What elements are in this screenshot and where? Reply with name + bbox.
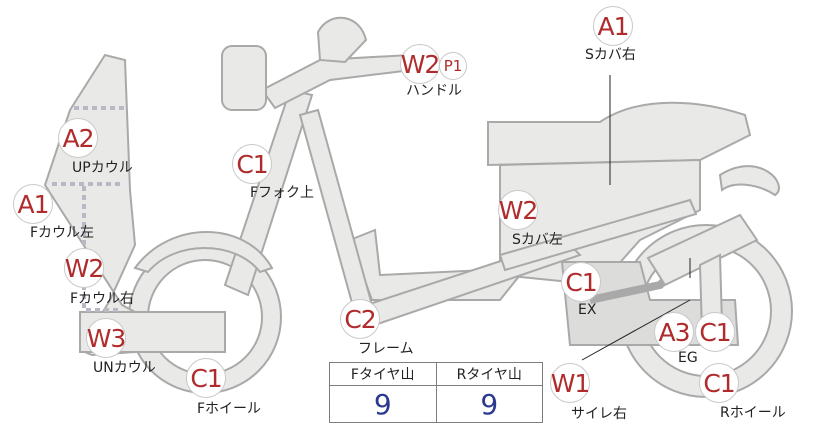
seat-shape — [487, 101, 752, 167]
part-label-frame: フレーム — [358, 341, 414, 357]
part-label-up-cowl: UPカウル — [72, 160, 133, 176]
tire-tread-table: Fタイヤ山 Rタイヤ山 9 9 — [329, 362, 543, 423]
rear-fender-shape — [718, 165, 780, 197]
part-label-f-wheel: Fホイール — [197, 401, 262, 417]
sub-grade-badge-handle: P1 — [439, 52, 467, 80]
grade-badge-un-cowl: W3 — [86, 318, 126, 358]
part-label-f-cowl-right: Fカウル右 — [70, 291, 135, 307]
part-label-f-fork-upper: Fフォク上 — [250, 185, 315, 201]
grade-badge-up-cowl: A2 — [58, 118, 98, 158]
part-label-side-cover-right: サイレ右 — [571, 406, 627, 422]
grade-badge-s-cover-left: W2 — [498, 190, 538, 230]
mirror-shape — [316, 16, 368, 64]
part-label-r-wheel: Rホイール — [720, 405, 786, 421]
grade-badge-f-cowl-right: W2 — [64, 248, 104, 288]
part-label-f-cowl-left: Fカウル左 — [30, 225, 95, 241]
part-label-s-cover-left: Sカバ左 — [512, 232, 563, 248]
handlebar-shape — [260, 53, 414, 110]
grade-badge-engine-2: C1 — [695, 312, 735, 352]
grade-badge-f-fork-upper: C1 — [232, 144, 272, 184]
part-label-s-cover-right: Sカバ右 — [585, 47, 636, 63]
front-tire-tread-header: Fタイヤ山 — [329, 362, 437, 386]
part-label-handle: ハンドル — [406, 83, 462, 99]
grade-badge-side-cover-right: W1 — [550, 363, 590, 403]
grade-badge-s-cover-right: A1 — [593, 6, 633, 46]
leader-side-cover-right — [581, 299, 691, 361]
grade-badge-handle: W2 — [400, 44, 440, 84]
part-label-un-cowl: UNカウル — [93, 360, 156, 376]
grade-badge-exhaust: C1 — [561, 262, 601, 302]
frame-tube-shape — [298, 108, 374, 312]
grade-badge-f-wheel: C1 — [186, 358, 226, 398]
frame-upper-shape — [498, 198, 698, 272]
front-tire-tread-value: 9 — [329, 385, 437, 423]
engine-shape — [560, 261, 740, 346]
grade-badge-frame: C2 — [340, 299, 380, 339]
rear-tire-tread-header: Rタイヤ山 — [435, 362, 543, 386]
headlight-shape — [221, 45, 267, 111]
grade-badge-r-wheel: C1 — [699, 363, 739, 403]
cowl-vertical-dash — [82, 186, 120, 312]
muffler-shape — [646, 213, 759, 287]
rear-tire-tread-value: 9 — [435, 385, 543, 423]
grade-badge-f-cowl-left: A1 — [13, 184, 53, 224]
front-fender-shape — [133, 231, 274, 274]
part-label-exhaust: EX — [578, 302, 597, 318]
part-label-engine: EG — [678, 350, 698, 366]
grade-badge-engine: A3 — [654, 312, 694, 352]
